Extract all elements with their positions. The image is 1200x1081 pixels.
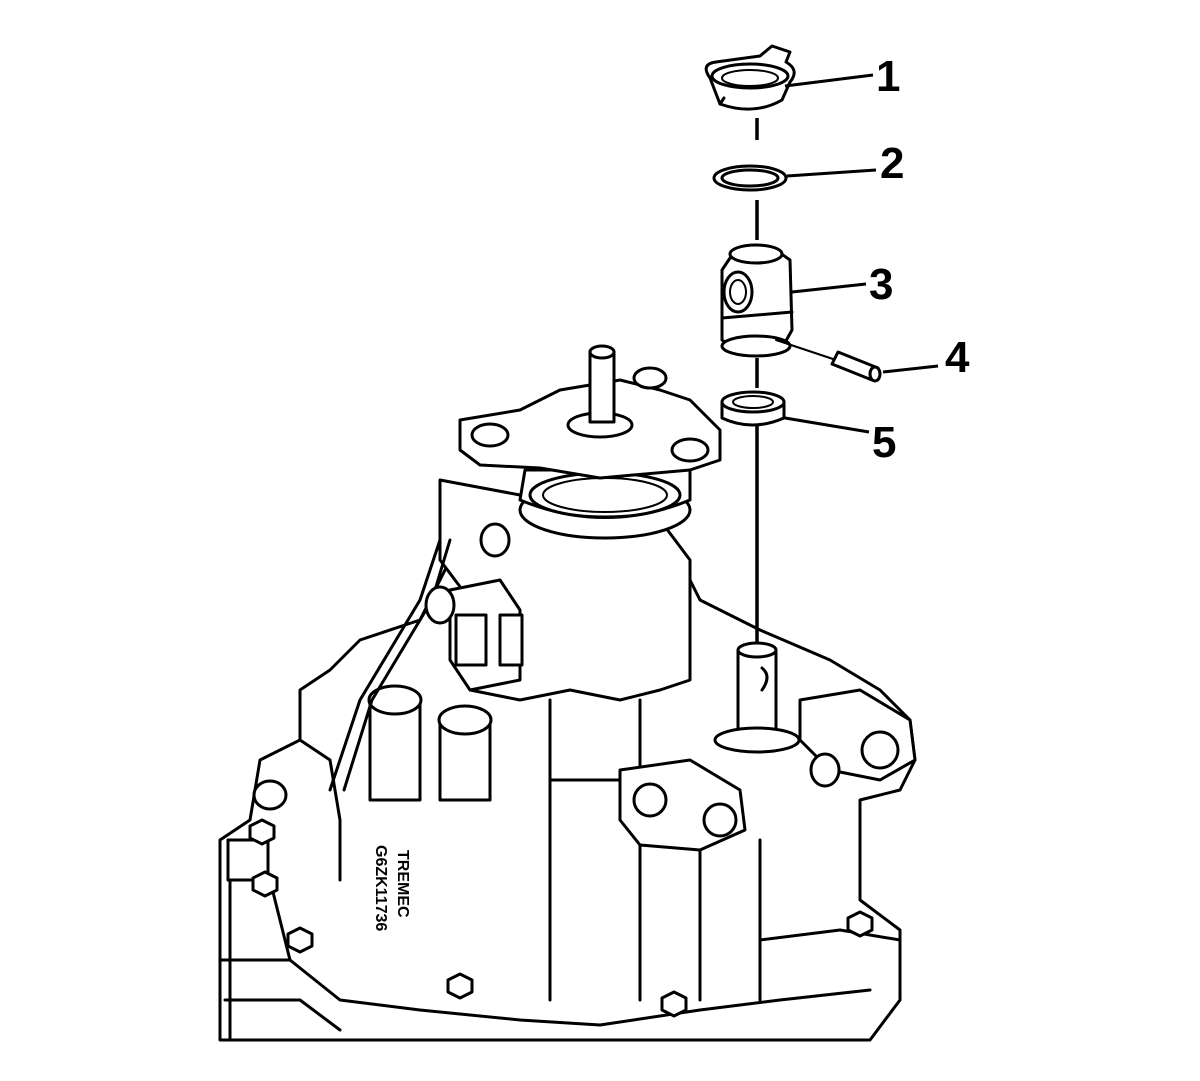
leader-line-5 bbox=[784, 416, 870, 434]
shift-shaft bbox=[713, 420, 801, 754]
callout-1: 1 bbox=[876, 52, 900, 101]
housing-brand-text: TREMEC bbox=[394, 850, 411, 918]
housing-serial-text: G6ZK11736 bbox=[372, 845, 389, 931]
callout-5: 5 bbox=[872, 418, 896, 467]
part-2-o-ring bbox=[712, 164, 788, 192]
leader-line-1 bbox=[784, 73, 874, 88]
transmission-housing: TREMEC G6ZK11736 bbox=[218, 478, 917, 1042]
callout-2: 2 bbox=[880, 139, 904, 188]
part-4-roll-pin bbox=[775, 339, 882, 383]
leader-line-2 bbox=[786, 168, 877, 178]
leader-line-4 bbox=[882, 364, 939, 374]
part-3-shift-coupler bbox=[720, 243, 794, 358]
part-1-cap bbox=[704, 44, 796, 111]
callout-labels: 1 2 3 4 5 bbox=[869, 52, 970, 467]
output-flange bbox=[458, 344, 722, 540]
callout-4: 4 bbox=[945, 333, 970, 382]
leader-line-3 bbox=[791, 282, 867, 294]
leader-lines bbox=[784, 73, 939, 434]
part-5-bushing bbox=[720, 390, 786, 427]
callout-3: 3 bbox=[869, 260, 893, 309]
